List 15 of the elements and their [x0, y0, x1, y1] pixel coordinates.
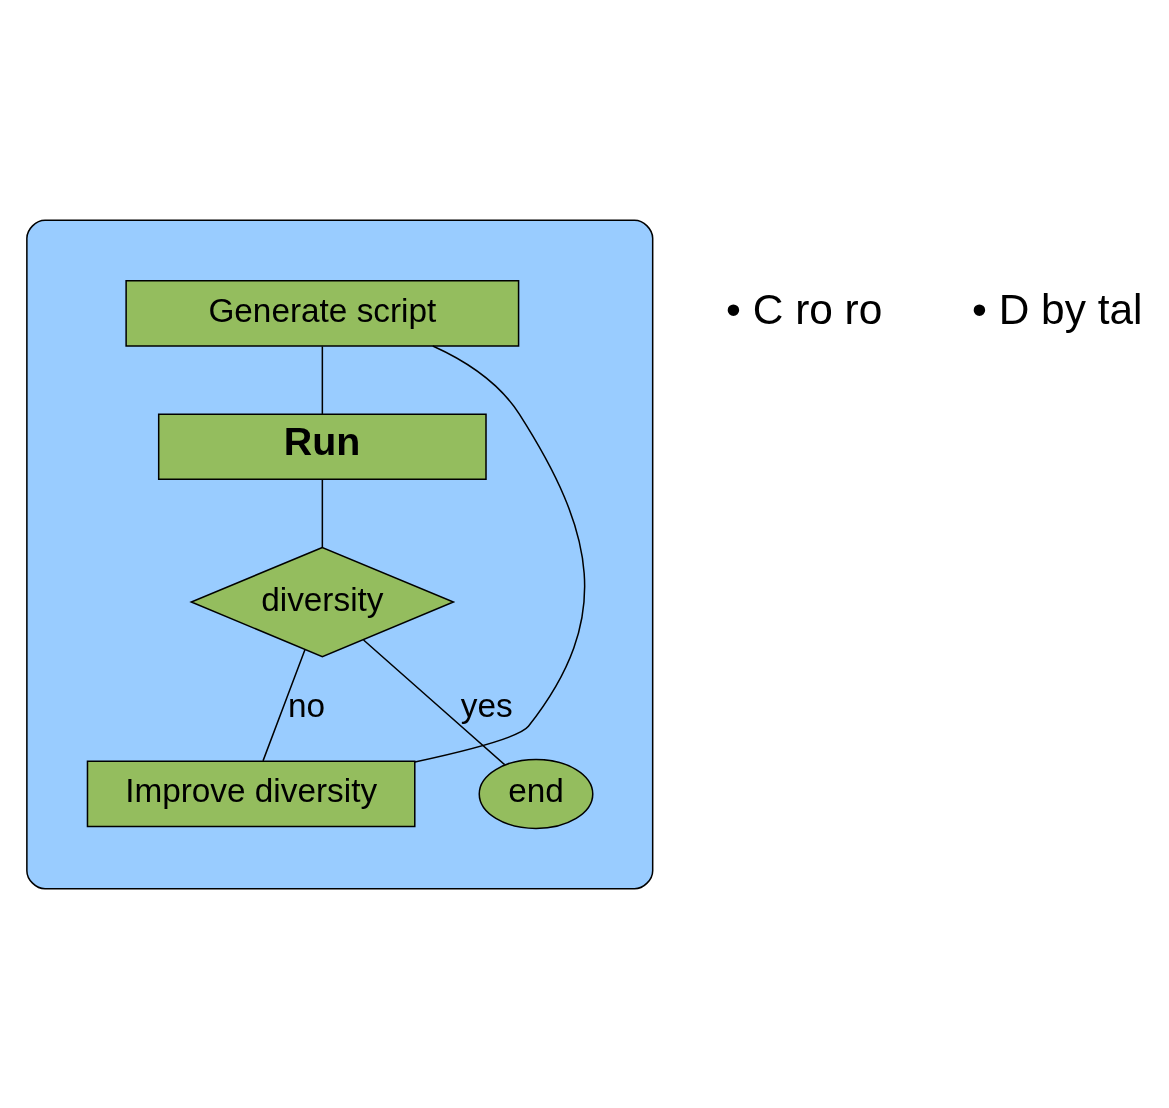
node-ellipse: end — [478, 758, 594, 829]
connector — [321, 478, 324, 548]
node-diamond: diversity — [189, 546, 456, 657]
edge-label: yes — [460, 686, 513, 724]
connector — [362, 638, 506, 765]
cluster — [26, 218, 654, 890]
node-box: Improve diversity — [86, 760, 416, 827]
node-box: Generate script — [125, 279, 520, 347]
label: • D by tal — [972, 285, 1143, 333]
edge-label: no — [287, 686, 325, 724]
label: • C ro ro — [726, 285, 883, 333]
connector — [321, 345, 324, 415]
connector — [414, 344, 586, 763]
node-box: Run — [157, 412, 487, 480]
connector — [262, 648, 306, 762]
